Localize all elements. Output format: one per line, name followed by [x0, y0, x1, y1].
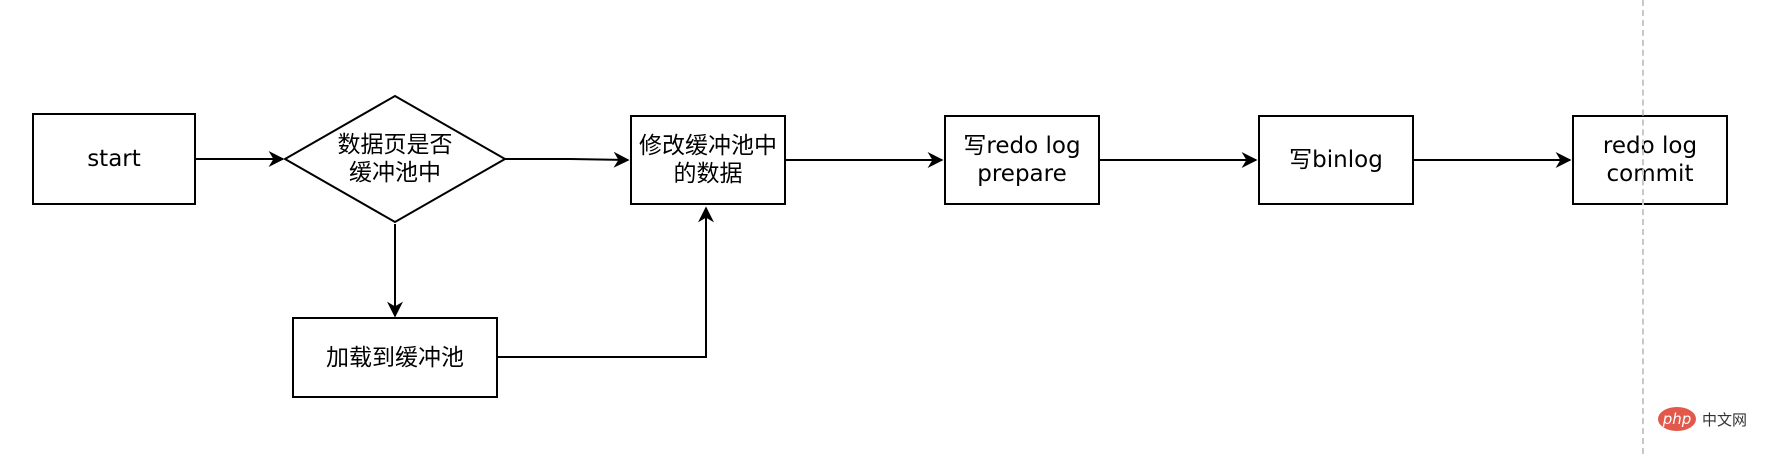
write-binlog-node: 写binlog [1258, 115, 1414, 205]
site-watermark: php 中文网 [1658, 407, 1747, 431]
load-to-buffer-pool-node: 加载到缓冲池 [292, 317, 498, 398]
arrow-decision-to-modify [505, 151, 630, 168]
arrow-load-to-modify [498, 206, 714, 358]
watermark-text: 中文网 [1702, 410, 1748, 429]
write-redo-prepare-node: 写redo log prepare [944, 115, 1100, 205]
php-logo-icon: php [1658, 407, 1696, 431]
decision-diamond [282, 94, 508, 224]
redo-commit-node: redo log commit [1572, 115, 1728, 205]
start-node: start [32, 113, 196, 205]
modify-buffer-data-node: 修改缓冲池中 的数据 [630, 115, 786, 205]
page-boundary-divider [1642, 0, 1644, 454]
decision-label: 数据页是否 缓冲池中 [337, 132, 453, 186]
